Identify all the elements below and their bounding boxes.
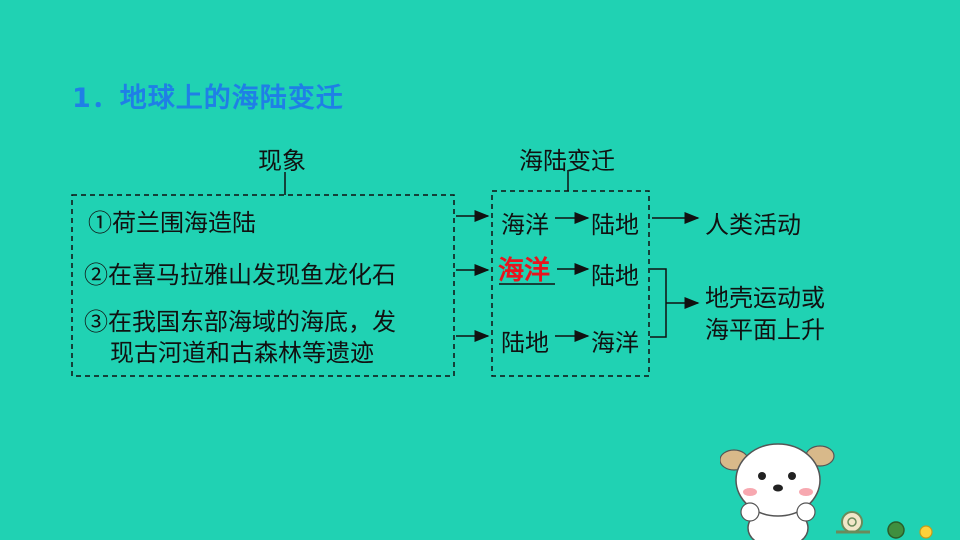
phenomenon-2: ②在喜马拉雅山发现鱼龙化石 xyxy=(84,261,396,289)
change-3-to: 海洋 xyxy=(591,329,639,357)
change-1-to: 陆地 xyxy=(591,211,639,239)
puppy-mascot-icon xyxy=(720,443,933,540)
phenomenon-1: ①荷兰围海造陆 xyxy=(88,209,256,237)
cause-human: 人类活动 xyxy=(705,211,801,239)
phenomenon-3-line2: 现古河道和古森林等遗迹 xyxy=(110,339,374,367)
header-change: 海陆变迁 xyxy=(519,147,615,175)
phenomenon-3-line1: ③在我国东部海域的海底，发 xyxy=(84,308,396,336)
cause-natural-line2: 海平面上升 xyxy=(705,316,825,344)
change-2-to: 陆地 xyxy=(591,262,639,290)
phenomena-box xyxy=(71,194,455,377)
change-3-from: 陆地 xyxy=(501,329,549,357)
header-phenomena: 现象 xyxy=(258,147,306,175)
natural-bracket xyxy=(650,268,667,338)
change-2-from-answer: 海洋 xyxy=(498,256,551,286)
change-1-from: 海洋 xyxy=(501,211,549,239)
page-title: 1．地球上的海陆变迁 xyxy=(72,83,344,114)
cause-natural-line1: 地壳运动或 xyxy=(705,284,825,312)
